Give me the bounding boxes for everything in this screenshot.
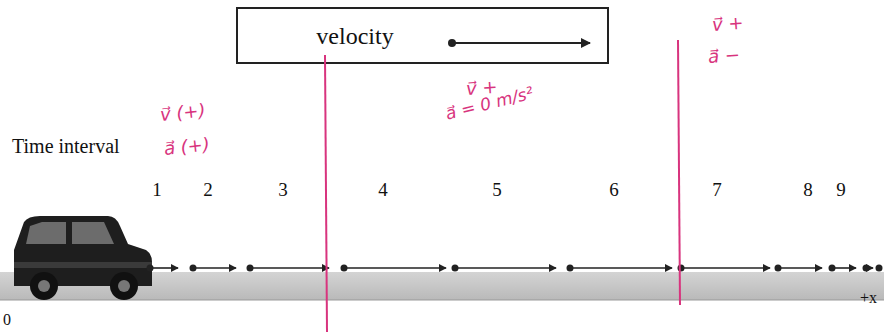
interval-number: 4 bbox=[378, 180, 388, 199]
legend-arrow-sample bbox=[448, 39, 590, 47]
annotation: a⃗ − bbox=[707, 46, 740, 66]
axis-caption: Time interval bbox=[12, 136, 120, 156]
legend-box bbox=[237, 8, 608, 63]
annotation: a⃗ (+) bbox=[163, 135, 211, 158]
legend-text: velocity bbox=[316, 24, 393, 48]
velocity-arrows bbox=[147, 265, 883, 272]
origin-label: 0 bbox=[3, 312, 11, 328]
interval-number: 3 bbox=[278, 180, 288, 199]
annotation: v⃗ (+) bbox=[159, 101, 206, 124]
ground-strip bbox=[0, 272, 884, 300]
interval-number: 2 bbox=[203, 180, 213, 199]
axis-label: +x bbox=[860, 290, 877, 306]
interval-number: 9 bbox=[836, 180, 846, 199]
interval-number: 1 bbox=[152, 180, 162, 199]
interval-number: 5 bbox=[492, 180, 502, 199]
interval-number: 8 bbox=[803, 180, 813, 199]
interval-number: 7 bbox=[712, 180, 722, 199]
interval-number: 6 bbox=[609, 180, 619, 199]
interval-divider bbox=[325, 55, 327, 332]
interval-divider bbox=[678, 40, 680, 305]
x-axis bbox=[0, 300, 884, 301]
car-illustration bbox=[14, 216, 152, 300]
annotation: v⃗ + bbox=[711, 14, 744, 34]
